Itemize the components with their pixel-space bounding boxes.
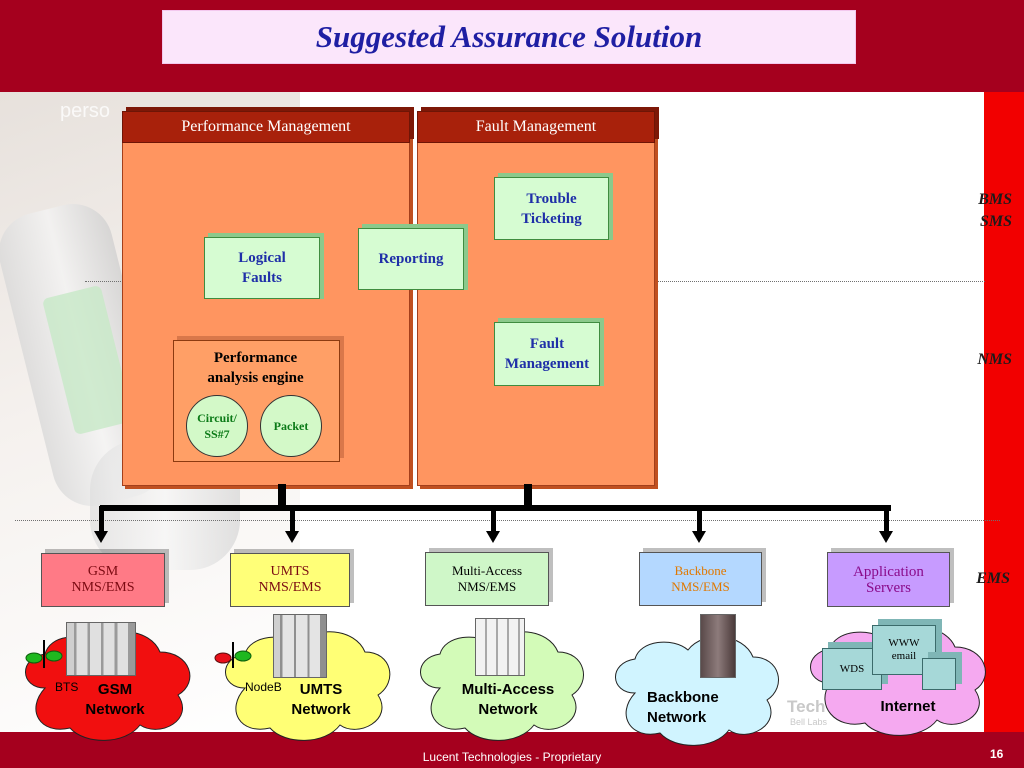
performance-analysis-engine-title: Performance analysis engine (173, 348, 338, 388)
application-servers-line1: Application (853, 563, 924, 580)
backbone-router-icon (700, 614, 736, 678)
multi-access-ems-line1: Multi-Access (451, 563, 523, 578)
umts-ems-line2: NMS/EMS (258, 580, 322, 595)
layer-nms: NMS (977, 351, 1012, 368)
backbone-network-cloud (615, 636, 779, 746)
pae-title-line2: analysis engine (207, 370, 304, 386)
layer-ems: EMS (976, 570, 1010, 587)
layer-divider-nms-ems (15, 520, 1000, 521)
circuit-line1: Circuit/ (197, 411, 237, 425)
umts-nodeb-icon (273, 614, 327, 678)
packet-label: Packet (273, 419, 309, 433)
slide-title: Suggested Assurance Solution (315, 19, 703, 54)
gsm-network-line1: GSM (97, 681, 133, 698)
reporting-box: Reporting (358, 228, 464, 290)
layer-sms: SMS (979, 213, 1012, 230)
www-label: WWW (888, 637, 920, 649)
multi-access-network-line1: Multi-Access (461, 681, 555, 698)
email-label: email (891, 650, 917, 662)
gsm-ems-line2: NMS/EMS (71, 580, 135, 595)
nodeb-antenna-icon (214, 642, 252, 668)
arrow-multi-access (486, 531, 500, 543)
performance-management-label: Performance Management (181, 118, 351, 135)
bts-label: BTS (55, 680, 79, 694)
multi-access-network-label: Multi-Access Network (440, 680, 576, 720)
gsm-base-station-icon (66, 622, 136, 676)
title-box: Suggested Assurance Solution (162, 10, 856, 64)
bts-antenna-icon (25, 640, 63, 668)
layer-bms: BMS (978, 191, 1012, 208)
wds-label: WDS (839, 662, 865, 675)
footer-text: Lucent Technologies - Proprietary (422, 750, 602, 764)
reporting-label: Reporting (378, 251, 444, 267)
arrow-gsm (94, 531, 108, 543)
drop-line-gsm (99, 506, 104, 531)
umts-network-label: UMTS Network (276, 680, 366, 720)
multi-access-ems-line2: NMS/EMS (457, 579, 517, 594)
connector-vertical-left (278, 484, 286, 506)
drop-line-application (884, 506, 889, 531)
arrow-backbone (692, 531, 706, 543)
circuit-line2: SS#7 (204, 427, 230, 441)
gsm-network-line2: Network (85, 701, 145, 718)
multi-access-network-line2: Network (478, 701, 538, 718)
gsm-ems-line1: GSM (87, 564, 119, 579)
performance-management-header: Performance Management (122, 111, 410, 143)
trouble-ticketing-line1: Trouble (526, 190, 577, 207)
arrow-umts (285, 531, 299, 543)
right-accent-bar (984, 92, 1024, 732)
fault-management-box-line2: Management (504, 356, 590, 372)
fault-management-label: Fault Management (475, 118, 597, 135)
small-server-box (922, 658, 956, 690)
drop-line-umts (290, 506, 295, 531)
internet-label: Internet (880, 698, 936, 715)
umts-network-line1: UMTS (299, 681, 343, 698)
layer-label-bms-sms: BMS SMS (940, 189, 1012, 233)
trouble-ticketing-line2: Ticketing (521, 210, 582, 227)
multi-access-network-cloud (420, 631, 584, 741)
packet-circle: Packet (260, 395, 322, 457)
fault-management-header: Fault Management (417, 111, 655, 143)
drop-line-backbone (697, 506, 702, 531)
bell-labs-watermark: Bell Labs (790, 717, 828, 727)
lucent-watermark: Tech (787, 697, 826, 716)
drop-line-multi-access (491, 506, 496, 531)
umts-network-cloud (225, 631, 391, 741)
umts-network-line2: Network (291, 701, 351, 718)
arrow-application (879, 531, 893, 543)
multi-access-equipment-icon (475, 618, 525, 676)
backbone-network-line1: Backbone (647, 689, 719, 706)
backbone-ems-line1: Backbone (674, 563, 727, 578)
page-number: 16 (990, 747, 1004, 761)
fault-management-box-line1: Fault (529, 336, 565, 352)
circuit-ss7-circle: Circuit/SS#7 (186, 395, 248, 457)
backbone-ems-line2: NMS/EMS (671, 579, 730, 594)
gsm-network-label: GSM Network (70, 680, 160, 720)
pae-title-line1: Performance (213, 350, 298, 366)
logical-faults-line1: Logical (238, 250, 286, 266)
nodeb-label: NodeB (245, 680, 282, 694)
umts-ems-line1: UMTS (270, 564, 310, 579)
backbone-network-line2: Network (647, 709, 707, 726)
network-clouds-layer (25, 626, 986, 746)
connector-vertical-right (524, 484, 532, 506)
logical-faults-line2: Faults (241, 270, 282, 286)
backbone-network-label: Backbone Network (647, 688, 747, 728)
application-servers-line2: Servers (865, 579, 911, 596)
background-ghost-text: perso (60, 100, 111, 122)
